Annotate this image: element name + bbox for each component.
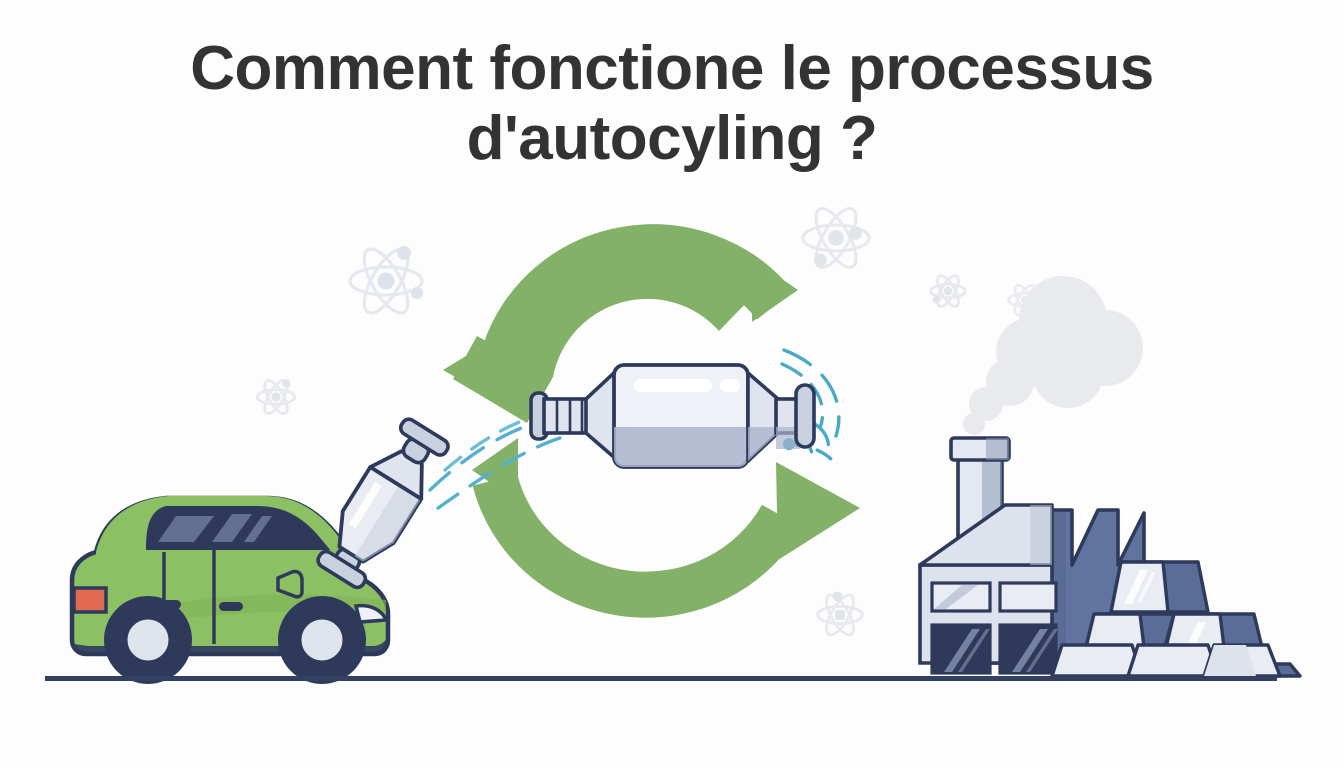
large-catalytic-converter xyxy=(529,363,816,469)
factory-main-block xyxy=(918,503,1058,675)
car-wheel-front xyxy=(278,596,366,684)
recycling-cycle xyxy=(443,224,860,618)
atom-icon-1 xyxy=(348,246,424,315)
car xyxy=(69,495,391,684)
small-catalytic-converter xyxy=(316,417,450,590)
ingot-row-bottom-faces xyxy=(1050,643,1282,678)
ground-line xyxy=(45,676,1277,681)
recycling-arrow-top xyxy=(453,248,766,423)
recycling-arrows xyxy=(453,248,766,423)
atom-icon-3 xyxy=(801,207,871,269)
silver-ingots xyxy=(1050,560,1302,678)
ingot-row-top xyxy=(1109,560,1210,614)
atom-icon-5 xyxy=(816,591,864,637)
flow-lines-left xyxy=(428,414,562,510)
atom-icon-2 xyxy=(255,378,297,416)
atom-icon-4 xyxy=(929,274,967,308)
factory xyxy=(918,276,1146,675)
smoke xyxy=(963,276,1143,435)
car-wheel-rear xyxy=(104,596,192,684)
